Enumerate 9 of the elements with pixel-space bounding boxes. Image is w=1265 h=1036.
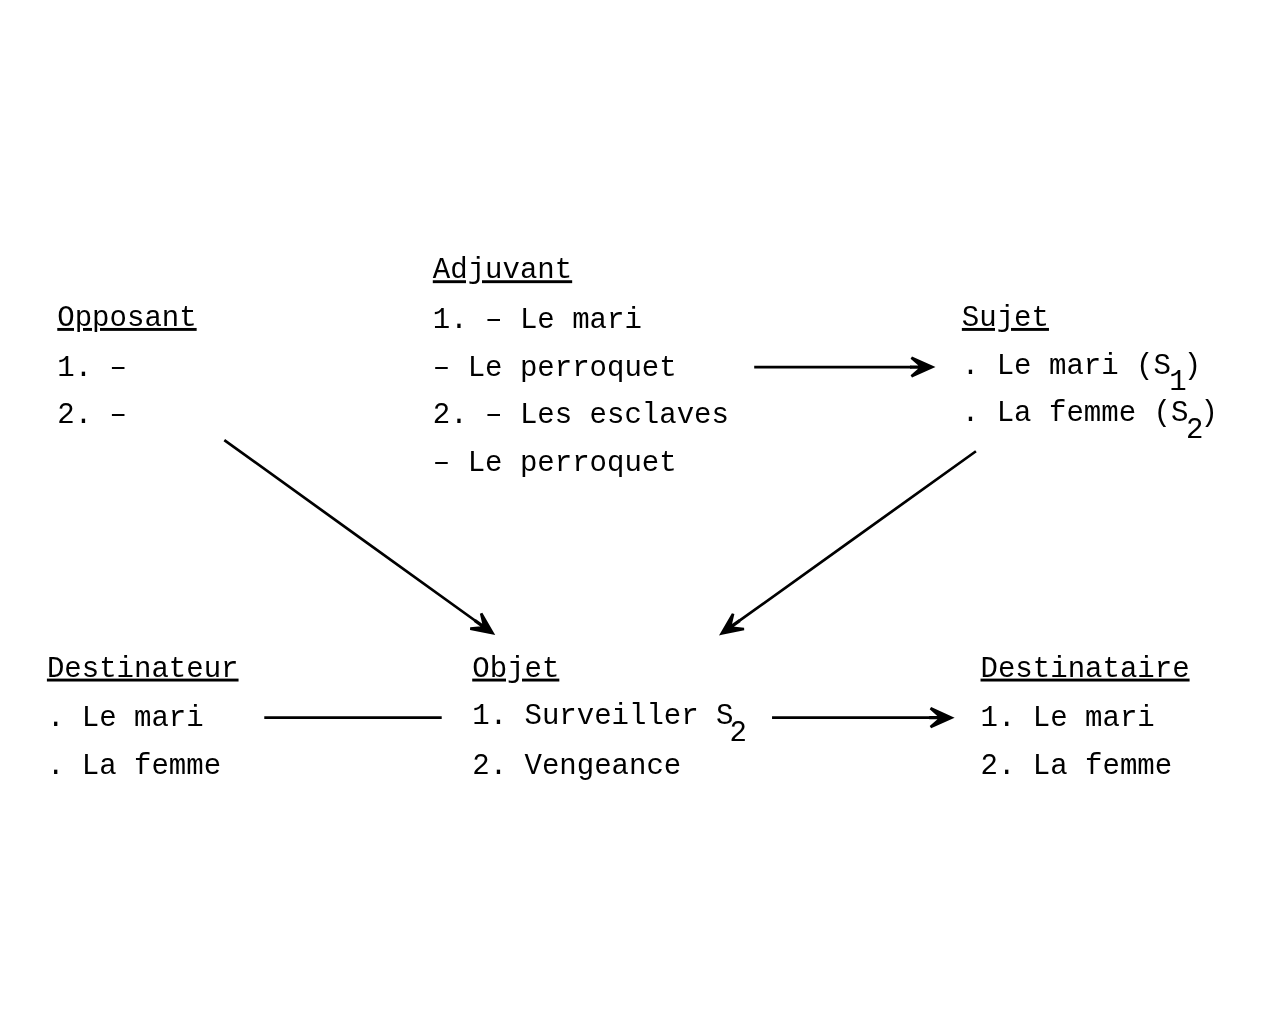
node-text: Destinataire 1. Le mari 2. La femme: [980, 652, 1190, 783]
arrow: [223, 438, 494, 634]
node-text: Adjuvant 1. – Le mari – Le perroquet 2. – Les esclaves – Le perroquet: [432, 253, 729, 480]
connector: [264, 715, 442, 719]
arrow: [720, 449, 977, 635]
node-text: Destinateur . Le mari . La femme: [46, 652, 239, 783]
node-text: Opposant 1. – 2. –: [57, 301, 197, 432]
arrow: [754, 355, 934, 378]
arrow: [772, 706, 953, 728]
